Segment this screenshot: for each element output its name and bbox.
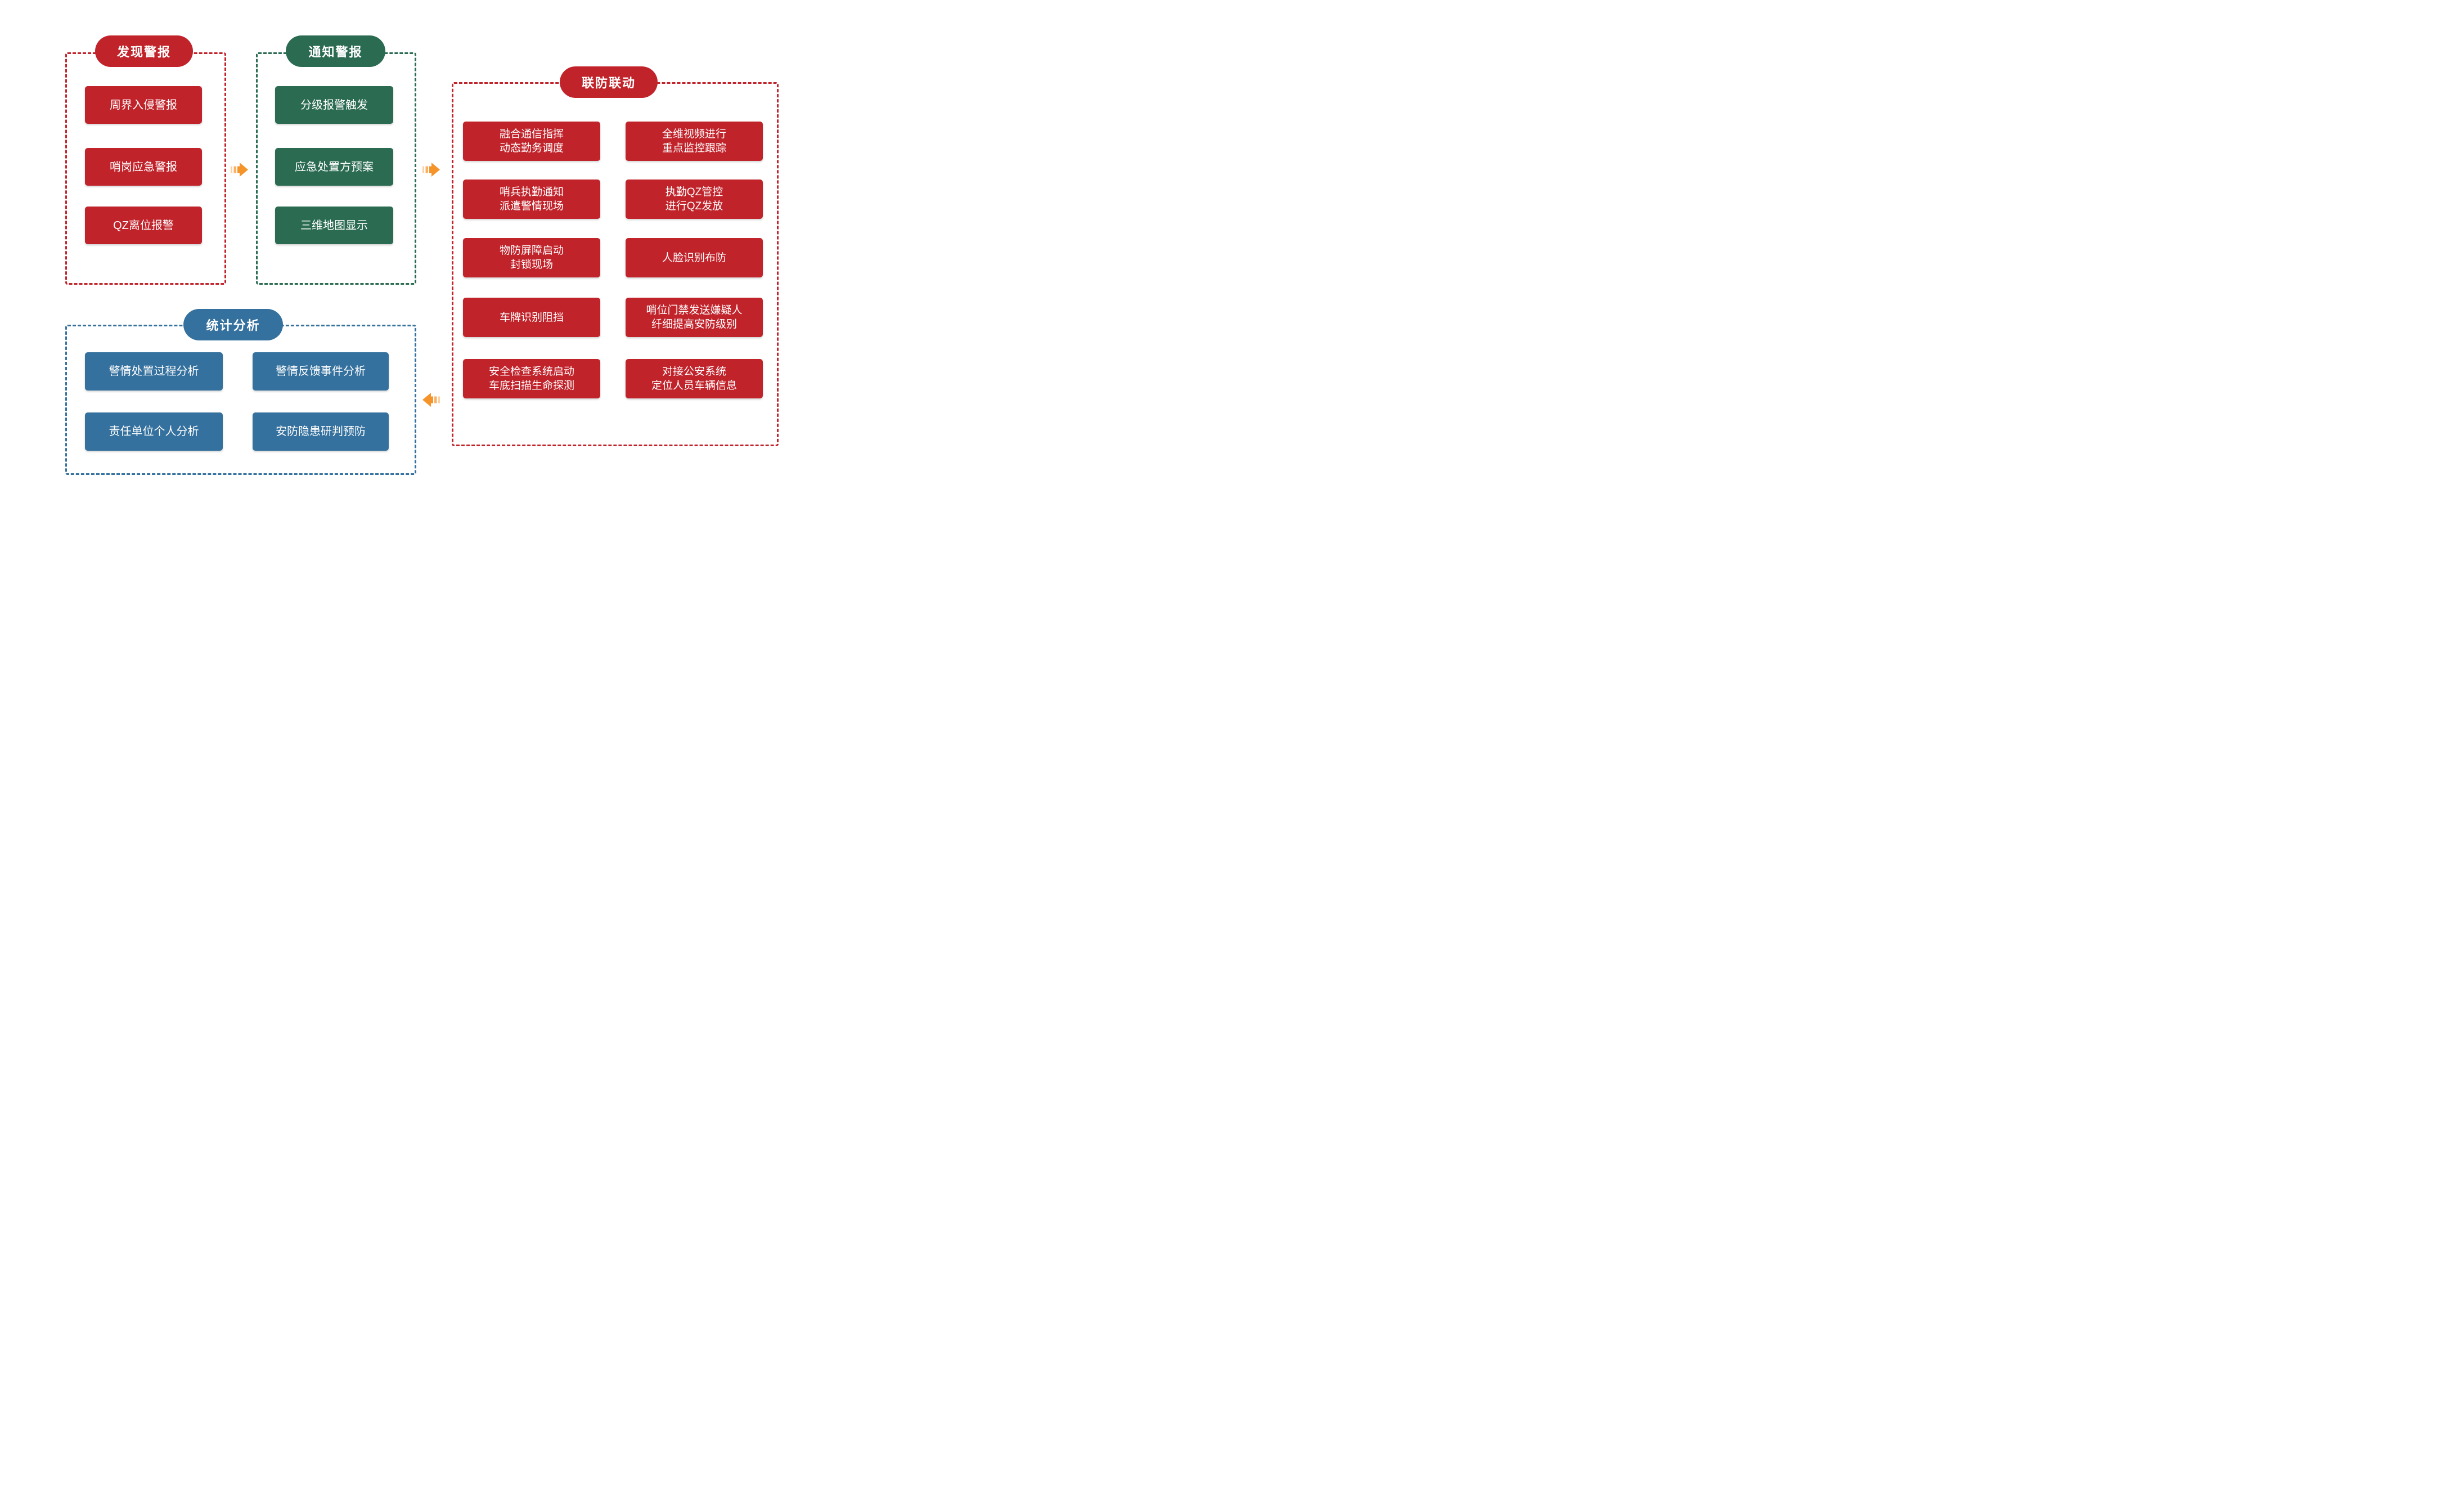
joint-item-face-recognition: 人脸识别布防 [626,238,763,277]
box-line: 定位人员车辆信息 [651,380,737,392]
stats-item-feedback-events: 警情反馈事件分析 [253,352,389,391]
arrow-right-icon [422,163,440,177]
box-line: 人脸识别布防 [662,252,726,264]
joint-item-qz-control: 执勤QZ管控 进行QZ发放 [626,180,763,219]
notify-item-graded-alarm: 分级报警触发 [275,86,393,124]
joint-item-plate-block: 车牌识别阻挡 [463,298,600,337]
notify-item-emergency-plan: 应急处置方预案 [275,148,393,186]
discover-group-header: 发现警报 [95,35,193,67]
box-line: 纤细提高安防级别 [651,318,737,330]
box-line: 执勤QZ管控 [665,186,723,198]
joint-item-physical-barrier: 物防屏障启动 封锁现场 [463,238,600,277]
box-line: 车底扫描生命探测 [488,380,574,392]
box-line: 全维视频进行 [662,128,726,140]
box-line: 融合通信指挥 [499,128,564,140]
discover-item-perimeter-intrusion: 周界入侵警报 [85,86,202,124]
box-line: 安全检查系统启动 [488,366,574,378]
stats-item-unit-person: 责任单位个人分析 [85,412,223,451]
box-line: 封锁现场 [510,259,553,271]
joint-group-header: 联防联动 [560,66,658,98]
stats-item-hidden-danger: 安防隐患研判预防 [253,412,389,451]
joint-item-comm-command: 融合通信指挥 动态勤务调度 [463,122,600,161]
joint-item-security-check: 安全检查系统启动 车底扫描生命探测 [463,359,600,398]
joint-item-sentry-dispatch: 哨兵执勤通知 派遣警情现场 [463,180,600,219]
flowchart-canvas: 发现警报 周界入侵警报 哨岗应急警报 QZ离位报警 通知警报 分级报警触发 应急… [0,0,821,498]
joint-item-video-tracking: 全维视频进行 重点监控跟踪 [626,122,763,161]
box-line: 物防屏障启动 [499,245,564,257]
notify-item-3d-map: 三维地图显示 [275,207,393,244]
stats-item-handling-process: 警情处置过程分析 [85,352,223,391]
joint-item-police-system: 对接公安系统 定位人员车辆信息 [626,359,763,398]
box-line: 进行QZ发放 [665,200,723,212]
discover-item-sentry-emergency: 哨岗应急警报 [85,148,202,186]
stats-group-header: 统计分析 [183,309,283,340]
box-line: 哨兵执勤通知 [499,186,564,198]
discover-item-qz-offpost: QZ离位报警 [85,207,202,244]
notify-group-header: 通知警报 [286,35,385,67]
box-line: 派遣警情现场 [499,200,564,212]
stats-group-border [65,325,416,475]
box-line: 动态勤务调度 [499,142,564,154]
box-line: 车牌识别阻挡 [499,311,564,324]
box-line: 对接公安系统 [662,366,726,378]
joint-item-access-suspect: 哨位门禁发送嫌疑人 纤细提高安防级别 [626,298,763,337]
box-line: 重点监控跟踪 [662,142,726,154]
box-line: 哨位门禁发送嫌疑人 [646,304,743,316]
arrow-left-icon [422,393,440,407]
arrow-right-icon [231,163,248,177]
